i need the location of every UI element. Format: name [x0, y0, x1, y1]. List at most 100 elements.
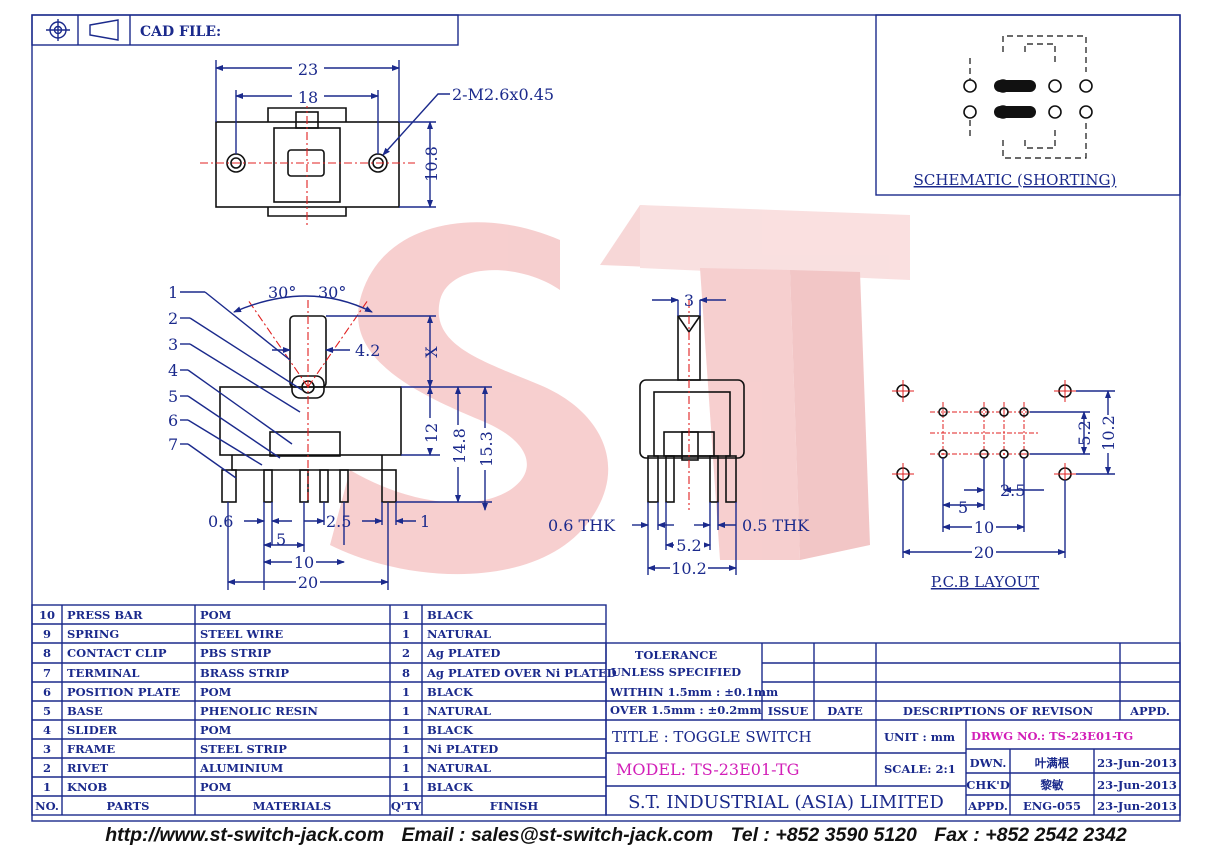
parts-cell-part: TERMINAL — [67, 666, 140, 680]
scale-label: SCALE: 2:1 — [884, 762, 956, 776]
cad-header: CAD FILE: — [31, 14, 459, 46]
callout-6: 6 — [168, 411, 178, 430]
dwn-name: 叶满根 — [1035, 756, 1070, 770]
callout-2: 2 — [168, 309, 178, 328]
sheet-border — [31, 14, 1181, 822]
parts-cell-finish: BLACK — [427, 608, 474, 622]
pcb-dim-20: 20 — [974, 543, 994, 562]
approved-date: 23-Jun-2013 — [1097, 799, 1177, 813]
tolerance-within: WITHIN 1.5mm : ±0.1mm — [609, 685, 778, 699]
parts-cell-qty: 1 — [402, 704, 410, 718]
chkd-name: 黎敏 — [1041, 778, 1064, 792]
parts-cell-finish: Ag PLATED OVER Ni PLATED — [426, 666, 617, 680]
parts-cell-qty: 1 — [402, 780, 410, 794]
dim-18: 18 — [298, 88, 318, 107]
parts-cell-finish: Ag PLATED — [426, 646, 500, 660]
company-name: S.T. INDUSTRIAL (ASIA) LIMITED — [628, 792, 944, 813]
drawing-number: DRWG NO.: TS-23E01-TG — [971, 729, 1133, 743]
tel-text: Tel : +852 3590 5120 — [730, 824, 917, 846]
parts-cell-part: RIVET — [67, 761, 109, 775]
dim-14-8: 14.8 — [450, 428, 469, 464]
parts-cell-material: ALUMINIUM — [199, 761, 283, 775]
top-view: 23 18 10.8 2-M2.6x0.45 — [200, 58, 554, 225]
tolerance-over: OVER 1.5mm : ±0.2mm — [610, 703, 762, 717]
parts-cell-no: 6 — [43, 685, 51, 699]
parts-cell-material: POM — [200, 723, 232, 737]
pcb-dim-5: 5 — [958, 498, 968, 517]
title-block: TOLERANCE UNLESS SPECIFIED WITHIN 1.5mm … — [605, 642, 1181, 816]
parts-cell-material: POM — [200, 685, 232, 699]
chkd-date: 23-Jun-2013 — [1097, 778, 1177, 792]
parts-cell-qty: 1 — [402, 608, 410, 622]
parts-cell-qty: 2 — [402, 646, 410, 660]
cad-file-label: CAD FILE: — [140, 24, 221, 40]
header-materials: MATERIALS — [253, 799, 332, 813]
dim-4-2: 4.2 — [355, 341, 380, 360]
parts-cell-finish: Ni PLATED — [427, 742, 498, 756]
parts-cell-part: FRAME — [67, 742, 115, 756]
dim-5-2: 5.2 — [676, 536, 701, 555]
email-link[interactable]: Email : sales@st-switch-jack.com — [401, 824, 714, 846]
header-no: NO. — [35, 799, 59, 813]
dim-1: 1 — [420, 512, 430, 531]
dwn-date: 23-Jun-2013 — [1097, 756, 1177, 770]
parts-cell-qty: 1 — [402, 761, 410, 775]
parts-cell-material: PHENOLIC RESIN — [200, 704, 318, 718]
callout-5: 5 — [168, 387, 178, 406]
fax-text: Fax : +852 2542 2342 — [934, 824, 1127, 846]
pcb-dim-2-5: 2.5 — [1000, 481, 1025, 500]
schematic: SCHEMATIC (SHORTING) — [875, 14, 1181, 196]
parts-cell-material: POM — [200, 780, 232, 794]
parts-cell-no: 4 — [43, 723, 51, 737]
parts-cell-no: 7 — [43, 666, 51, 680]
website-link[interactable]: http://www.st-switch-jack.com — [105, 824, 385, 846]
parts-cell-finish: NATURAL — [427, 761, 491, 775]
parts-cell-no: 3 — [43, 742, 51, 756]
dim-x: X — [422, 346, 441, 358]
callout-7: 7 — [168, 435, 178, 454]
parts-cell-qty: 1 — [402, 685, 410, 699]
approved-name: ENG-055 — [1023, 799, 1081, 813]
schematic-title: SCHEMATIC (SHORTING) — [914, 171, 1117, 189]
parts-cell-material: PBS STRIP — [200, 646, 271, 660]
callout-4: 4 — [168, 361, 178, 380]
dwn-label: DWN. — [970, 756, 1007, 770]
parts-cell-finish: BLACK — [427, 685, 474, 699]
dim-0-6-thk: 0.6 THK — [548, 516, 616, 535]
contact-footer: http://www.st-switch-jack.com Email : sa… — [0, 824, 1232, 860]
tolerance-title: TOLERANCE — [635, 648, 718, 662]
parts-cell-no: 2 — [43, 761, 51, 775]
parts-cell-part: SLIDER — [67, 723, 118, 737]
parts-cell-finish: BLACK — [427, 723, 474, 737]
revision-label: DESCRIPTIONS OF REVISON — [903, 704, 1094, 718]
parts-cell-qty: 1 — [402, 742, 410, 756]
parts-cell-finish: NATURAL — [427, 704, 491, 718]
parts-cell-no: 10 — [39, 608, 55, 622]
dim-5: 5 — [276, 530, 286, 549]
header-parts: PARTS — [107, 799, 150, 813]
pcb-dim-5-2: 5.2 — [1075, 420, 1094, 445]
projection-cone-icon — [89, 19, 119, 41]
parts-cell-no: 1 — [43, 780, 51, 794]
parts-cell-no: 5 — [43, 704, 51, 718]
front-view: 3 0.6 THK 0.5 THK 5.2 10.2 — [548, 291, 810, 578]
tolerance-sub: UNLESS SPECIFIED — [611, 665, 741, 679]
parts-cell-part: SPRING — [67, 627, 119, 641]
dim-10: 10 — [294, 553, 314, 572]
appd-label: APPD. — [1129, 704, 1170, 718]
drawing-title: TITLE : TOGGLE SWITCH — [612, 728, 812, 746]
date-label: DATE — [827, 704, 863, 718]
header-finish: FINISH — [490, 799, 539, 813]
pcb-title: P.C.B LAYOUT — [931, 573, 1039, 591]
parts-cell-no: 8 — [43, 646, 51, 660]
dim-23: 23 — [298, 60, 318, 79]
parts-cell-qty: 8 — [402, 666, 410, 680]
parts-cell-part: BASE — [67, 704, 103, 718]
pcb-dim-10: 10 — [974, 518, 994, 537]
dim-12: 12 — [422, 423, 441, 443]
dim-15-3: 15.3 — [477, 431, 496, 467]
dim-3: 3 — [684, 291, 694, 310]
parts-cell-qty: 1 — [402, 723, 410, 737]
